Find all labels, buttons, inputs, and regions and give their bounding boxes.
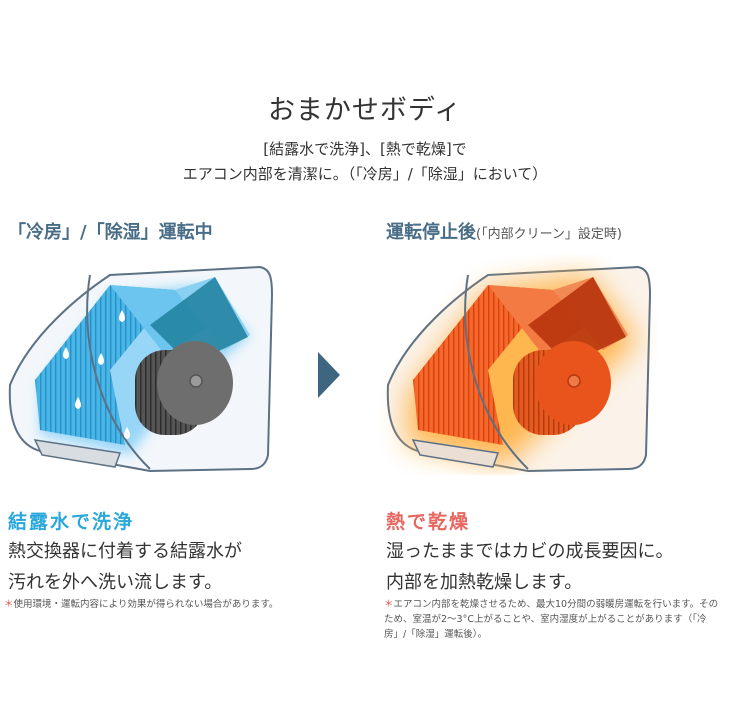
page-title: おまかせボディ: [267, 95, 463, 126]
feature-desc-dry-line-1: 湿ったままではカビの成長要因に。: [386, 541, 674, 562]
feature-desc-wash-line-1: 熱交換器に付着する結露水が: [8, 541, 242, 562]
footnote-dry: ＊エアコン内部を乾燥させるため、最大10分間の弱暖房運転を行います。そのため、室…: [384, 597, 722, 642]
subtitle-line-1: [結露水で洗浄]、[熱で乾燥]で: [263, 140, 467, 158]
cooling-illustration: [0, 255, 280, 475]
footnote-dry-text: エアコン内部を乾燥させるため、最大10分間の弱暖房運転を行います。そのため、室温…: [384, 599, 719, 640]
chevron-right-icon: [316, 350, 342, 400]
footnote-mark: ＊: [4, 599, 14, 610]
water-drop-icon: [63, 310, 130, 439]
feature-desc-wash-line-2: 汚れを外へ洗い流します。: [8, 572, 223, 593]
footnote-mark: ＊: [384, 599, 394, 610]
cooling-mode-label: 「冷房」/「除湿」運転中: [8, 222, 213, 243]
drying-illustration: [378, 255, 658, 475]
footnote-wash-text: 使用環境・運転内容により効果が得られない場合があります。: [13, 599, 279, 610]
internal-clean-note: (「内部クリーン」設定時): [476, 227, 622, 242]
feature-desc-dry-line-2: 内部を加熱乾燥します。: [386, 572, 583, 593]
feature-title-wash: 結露水で洗浄: [8, 511, 135, 533]
after-stop-mode-heading: 運転停止後(「内部クリーン」設定時): [386, 218, 622, 244]
footnote-wash: ＊使用環境・運転内容により効果が得られない場合があります。: [4, 597, 284, 612]
feature-title-dry: 熱で乾燥: [386, 511, 471, 533]
after-stop-mode-label: 運転停止後: [386, 222, 476, 243]
subtitle-line-2: エアコン内部を清潔に。（「冷房」/「除湿」において）: [182, 165, 548, 183]
